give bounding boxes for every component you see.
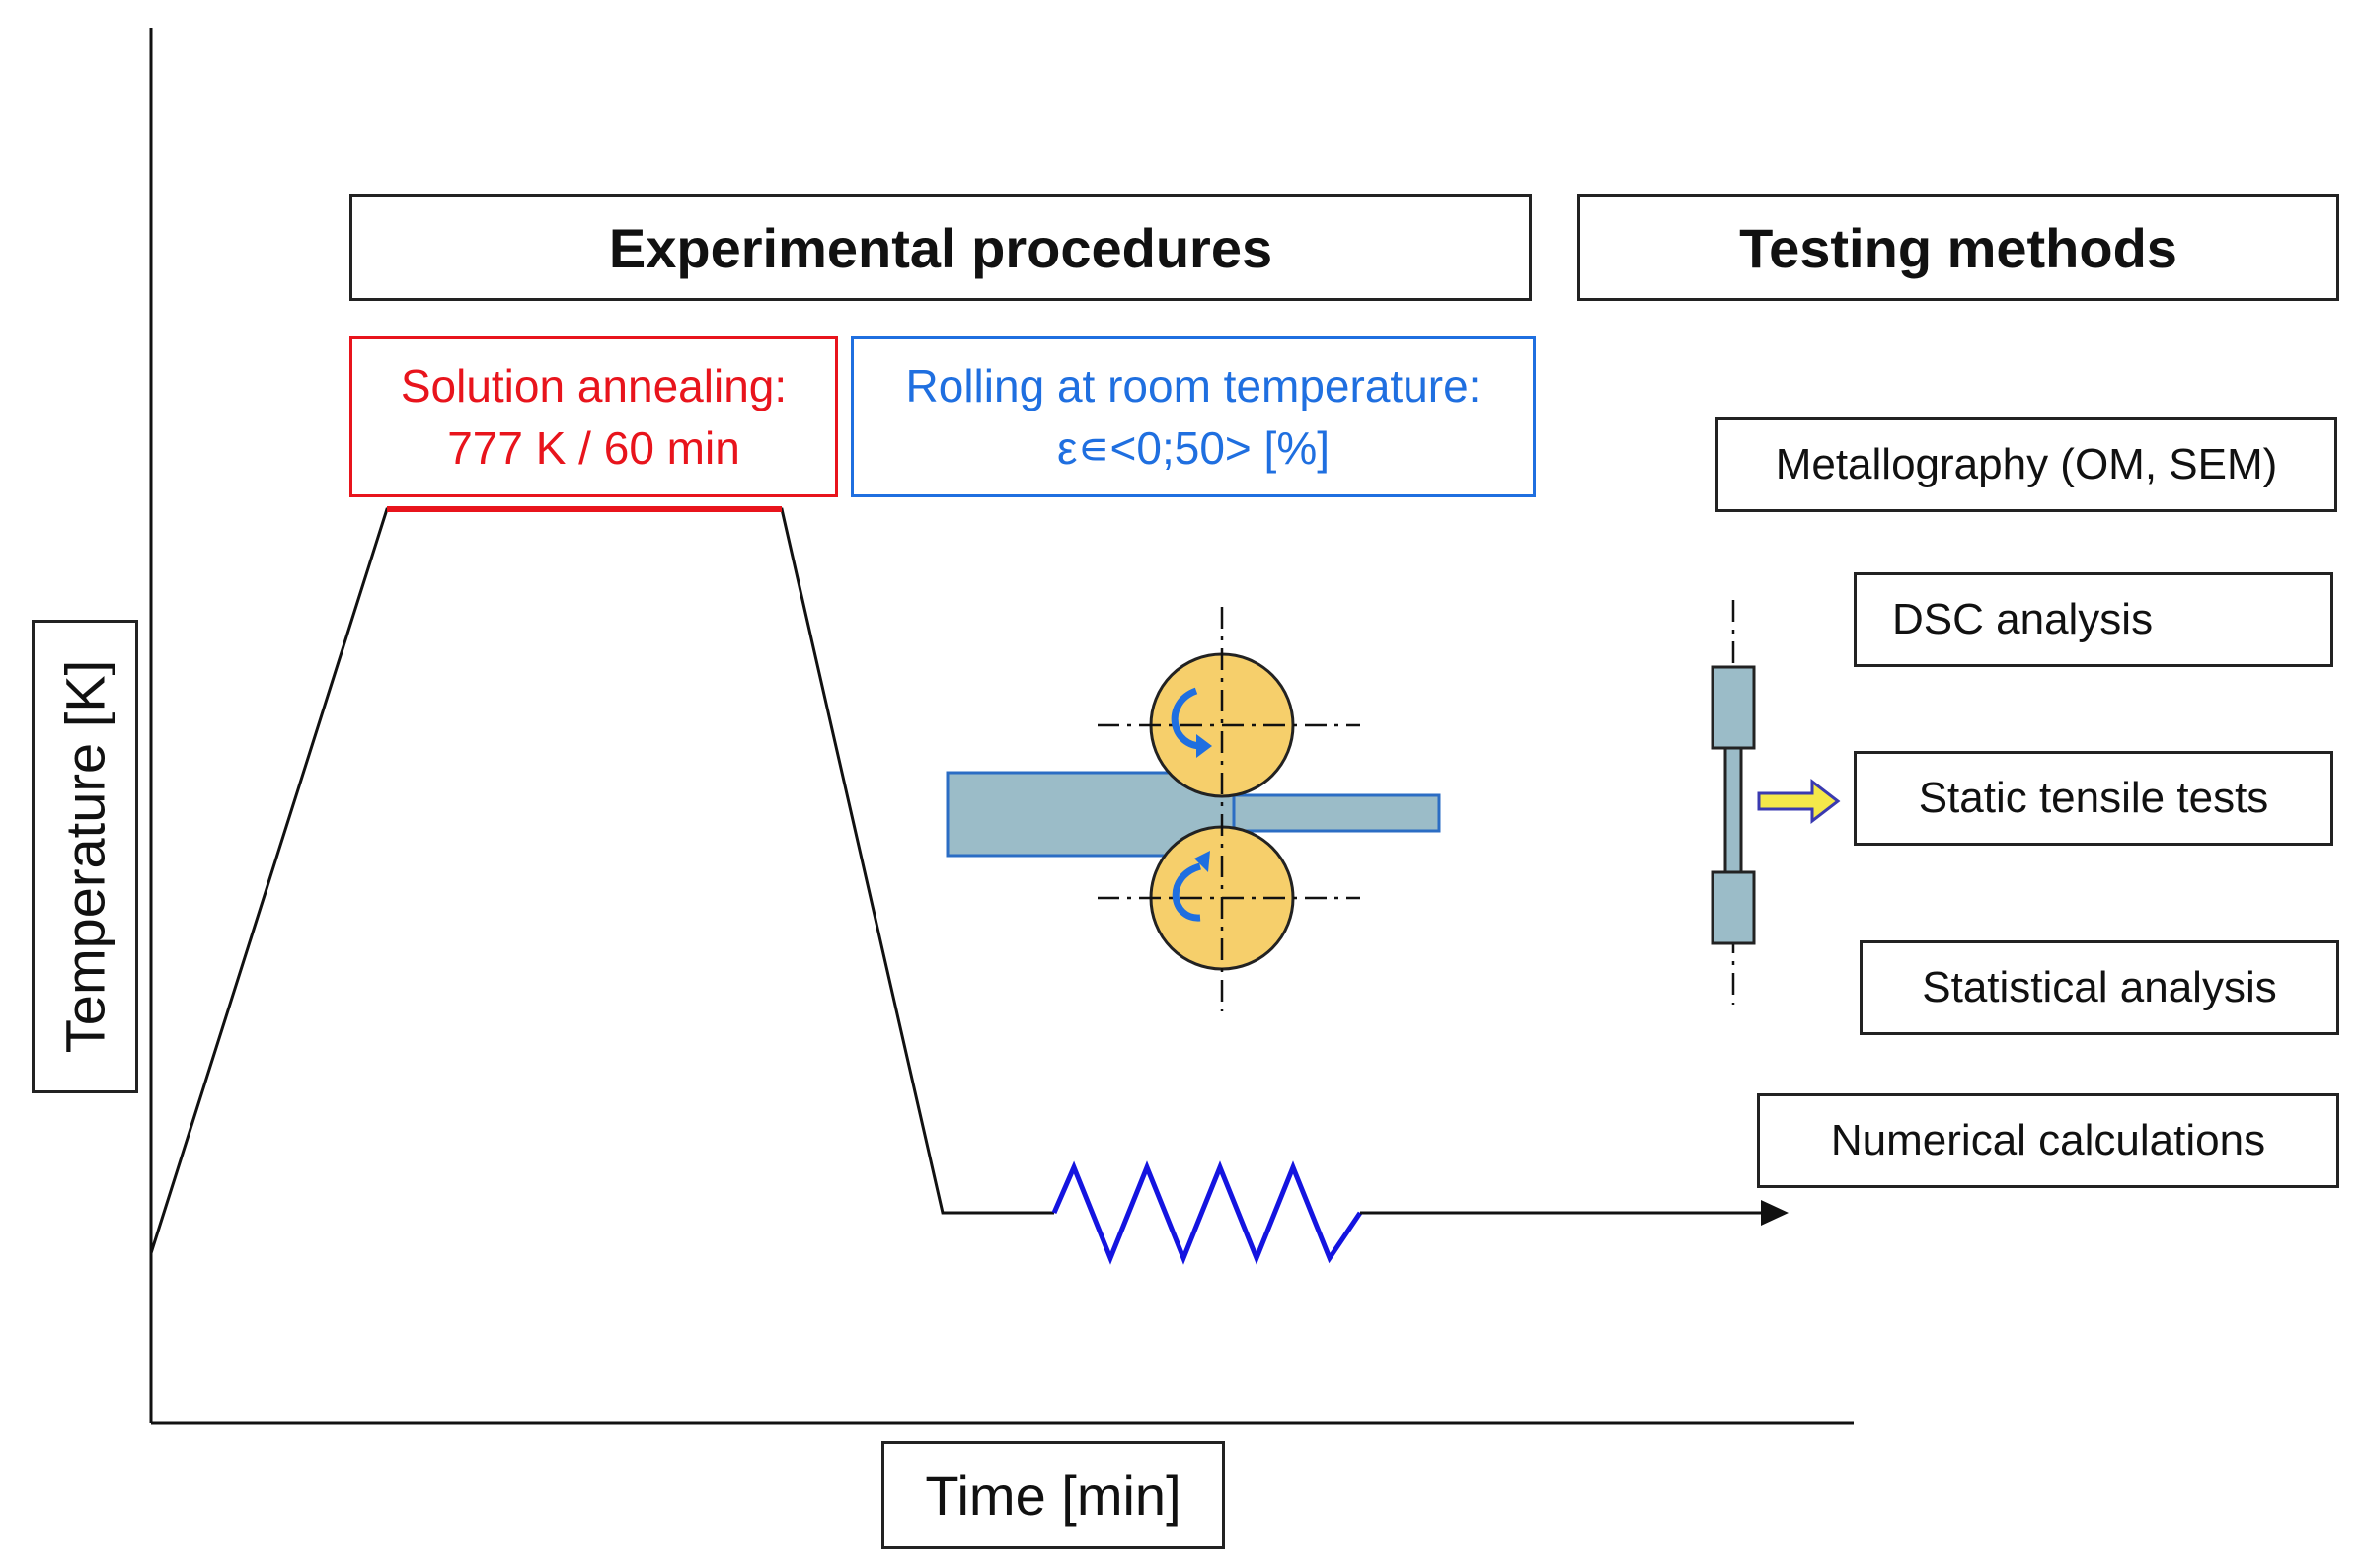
experimental-procedures-header: Experimental procedures: [349, 194, 1532, 301]
testing-method-label: Static tensile tests: [1918, 774, 2269, 822]
rolling-mill-icon: [946, 607, 1441, 1011]
rolling-box: Rolling at room temperature: ε∊<0;50> [%…: [851, 336, 1536, 497]
testing-method-numerical: Numerical calculations: [1757, 1093, 2339, 1188]
testing-method-label: Metallography (OM, SEM): [1775, 440, 2278, 488]
solution-annealing-box: Solution annealing: 777 K / 60 min: [349, 336, 838, 497]
solution-annealing-params: 777 K / 60 min: [447, 421, 740, 474]
testing-method-dsc: DSC analysis: [1854, 572, 2333, 667]
testing-method-metallography: Metallography (OM, SEM): [1715, 417, 2337, 512]
temperature-profile-line: [149, 507, 1054, 1254]
testing-method-label: DSC analysis: [1892, 595, 2154, 643]
rolling-zigzag: [1051, 1160, 1363, 1265]
testing-methods-header: Testing methods: [1577, 194, 2339, 301]
solution-annealing-title: Solution annealing:: [400, 360, 788, 412]
rolling-strain-range: ε∊<0;50> [%]: [1056, 421, 1331, 474]
testing-method-label: Numerical calculations: [1830, 1116, 2266, 1164]
y-axis-label-box: Temperature [K]: [32, 620, 138, 1093]
tensile-specimen-icon: [1711, 600, 1841, 1005]
sheet-output: [1232, 793, 1441, 833]
x-axis-label: Time [min]: [925, 1463, 1181, 1527]
lower-roll-rotation-arrow-icon: [1172, 862, 1202, 922]
experimental-procedures-title: Experimental procedures: [608, 216, 1273, 279]
testing-method-tensile: Static tensile tests: [1854, 751, 2333, 846]
testing-methods-title: Testing methods: [1739, 216, 2177, 279]
specimen-arrow-icon: [1757, 778, 1841, 825]
rolling-title: Rolling at room temperature:: [905, 360, 1482, 412]
upper-roll-rotation-arrow-icon: [1171, 687, 1205, 750]
x-axis-label-box: Time [min]: [881, 1441, 1225, 1549]
time-arrow-head: [1761, 1200, 1789, 1226]
testing-method-statistical: Statistical analysis: [1860, 940, 2339, 1035]
y-axis-label: Temperature [K]: [53, 659, 116, 1054]
testing-method-label: Statistical analysis: [1922, 963, 2277, 1011]
